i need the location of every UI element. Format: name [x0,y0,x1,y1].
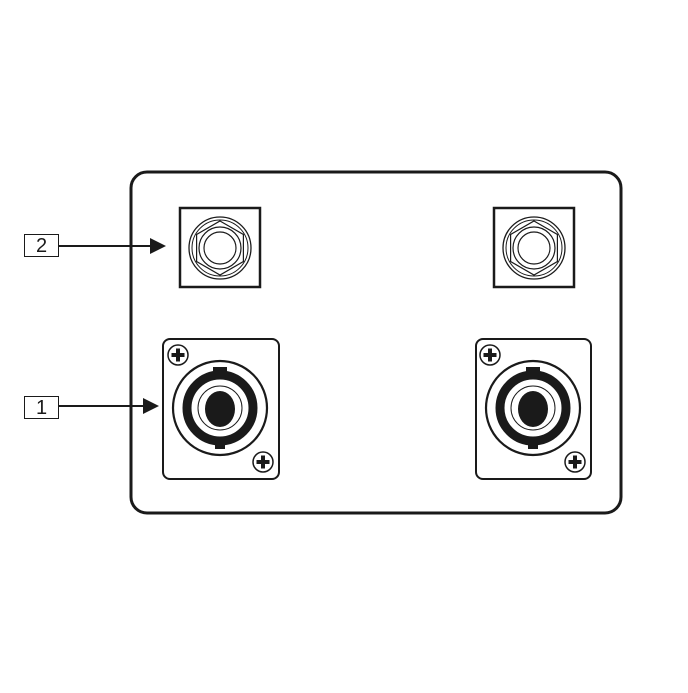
callout-arrow-1 [59,398,159,414]
quarter-inch-jack-left[interactable] [178,206,262,289]
screw-icon [252,451,274,473]
callout-label-2: 2 [24,234,59,257]
callout-arrow-2 [59,238,166,254]
speakon-connector-right[interactable] [475,338,592,480]
quarter-inch-jack-right[interactable] [492,206,576,289]
screw-icon [479,344,501,366]
speakon-connector-left[interactable] [162,338,280,480]
screw-icon [167,344,189,366]
screw-icon [564,451,586,473]
callout-label-1: 1 [24,396,59,419]
